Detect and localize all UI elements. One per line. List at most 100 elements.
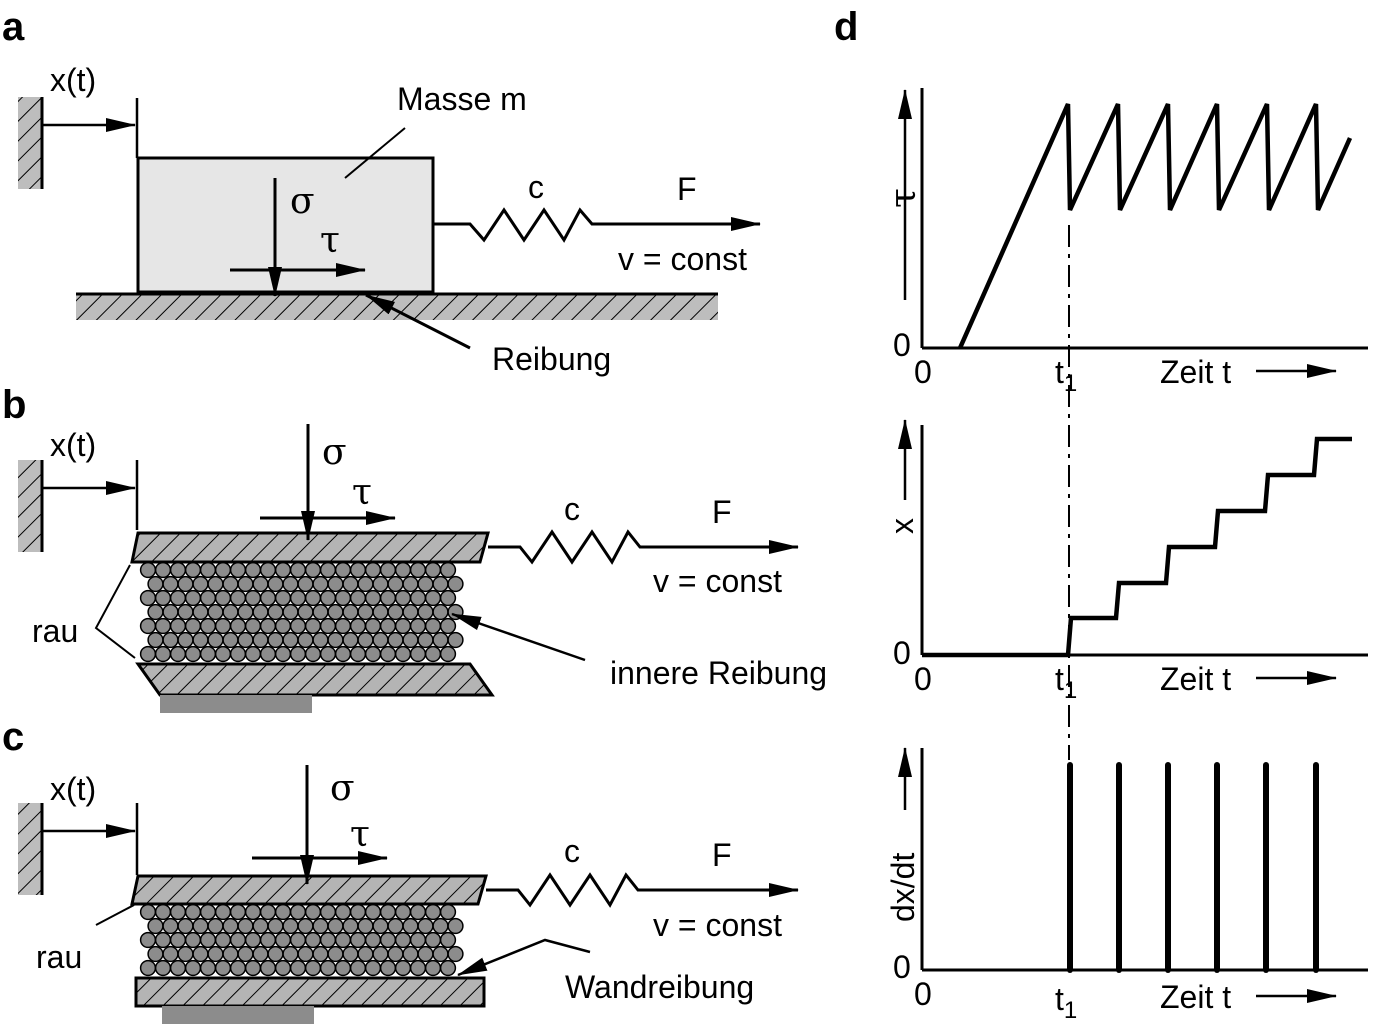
mass-label: Masse m bbox=[397, 81, 527, 117]
grain bbox=[402, 945, 419, 963]
grain bbox=[222, 631, 239, 649]
x-label-c: x(t) bbox=[50, 771, 96, 807]
grain bbox=[379, 561, 397, 579]
grain bbox=[267, 631, 284, 649]
grain bbox=[357, 945, 374, 963]
grain bbox=[274, 931, 292, 949]
grain bbox=[274, 645, 292, 663]
grain bbox=[417, 575, 434, 593]
grain bbox=[244, 959, 262, 977]
wall-b bbox=[18, 460, 44, 552]
grain bbox=[139, 959, 157, 977]
grain bbox=[432, 917, 449, 935]
grain bbox=[214, 589, 232, 607]
grain bbox=[214, 617, 232, 635]
grain bbox=[237, 945, 254, 963]
grain bbox=[424, 931, 442, 949]
rough-leader-c bbox=[95, 904, 135, 926]
grain bbox=[349, 645, 367, 663]
grain bbox=[139, 589, 157, 607]
grain bbox=[387, 575, 404, 593]
grain bbox=[372, 603, 389, 621]
grain bbox=[297, 945, 314, 963]
grain bbox=[364, 561, 382, 579]
grain bbox=[267, 575, 284, 593]
friction-arrow-b bbox=[451, 612, 586, 662]
grain bbox=[214, 931, 232, 949]
grain bbox=[169, 561, 187, 579]
grain bbox=[297, 603, 314, 621]
grain bbox=[259, 645, 277, 663]
grain bbox=[424, 617, 442, 635]
spring-label-c: c bbox=[564, 833, 580, 869]
grain bbox=[417, 631, 434, 649]
grain bbox=[297, 575, 314, 593]
grain bbox=[319, 931, 337, 949]
grain bbox=[154, 617, 172, 635]
grain bbox=[229, 561, 247, 579]
mass-leader bbox=[344, 127, 406, 179]
spring-a bbox=[433, 207, 761, 243]
panel-b: b x(t) σ τ c F v = const bbox=[2, 383, 827, 713]
panel-d-label: d bbox=[834, 5, 858, 49]
grain bbox=[424, 589, 442, 607]
ground-c bbox=[162, 1006, 314, 1024]
grain bbox=[364, 931, 382, 949]
grain bbox=[207, 575, 224, 593]
grain bbox=[229, 589, 247, 607]
force-label-c: F bbox=[712, 837, 732, 873]
grain bbox=[394, 959, 412, 977]
grain bbox=[154, 589, 172, 607]
grain bbox=[207, 945, 224, 963]
grain bbox=[387, 631, 404, 649]
grain bbox=[424, 561, 442, 579]
grain bbox=[214, 645, 232, 663]
panel-a: a x(t) Masse m σ τ c F v = const Reibung bbox=[2, 5, 761, 377]
grain bbox=[432, 945, 449, 963]
grain bbox=[274, 959, 292, 977]
plot-tau: τ 0 0 t1 Zeit t bbox=[883, 88, 1368, 397]
grain bbox=[439, 931, 457, 949]
grain bbox=[304, 959, 322, 977]
grain bbox=[334, 589, 352, 607]
grain bbox=[379, 903, 397, 921]
grain bbox=[327, 917, 344, 935]
bottom-plate-b bbox=[135, 662, 495, 697]
displacement-arrow-c bbox=[42, 803, 139, 875]
grain bbox=[199, 589, 217, 607]
wall-c bbox=[18, 803, 44, 895]
plot-x-origin-x: 0 bbox=[914, 661, 932, 697]
grain bbox=[304, 561, 322, 579]
grain bbox=[237, 917, 254, 935]
mass-block bbox=[136, 156, 435, 294]
grain bbox=[357, 575, 374, 593]
grain bbox=[424, 959, 442, 977]
grain bbox=[424, 903, 442, 921]
grain bbox=[447, 575, 464, 593]
grain bbox=[147, 575, 164, 593]
grain bbox=[379, 931, 397, 949]
grain bbox=[342, 603, 359, 621]
grain bbox=[169, 617, 187, 635]
grain bbox=[379, 617, 397, 635]
grain bbox=[364, 959, 382, 977]
grain bbox=[252, 631, 269, 649]
plot-dxdt-origin-y: 0 bbox=[893, 949, 911, 985]
plot-tau-t1: t1 bbox=[1055, 354, 1077, 397]
grain bbox=[267, 917, 284, 935]
grain bbox=[394, 617, 412, 635]
grain bbox=[169, 931, 187, 949]
grain bbox=[432, 575, 449, 593]
plot-x-origin-y: 0 bbox=[893, 635, 911, 671]
ground-b bbox=[160, 695, 312, 713]
grain bbox=[274, 561, 292, 579]
grain bbox=[319, 561, 337, 579]
plot-dxdt-spikes bbox=[1067, 762, 1319, 973]
bottom-plate-c bbox=[134, 976, 486, 1008]
grain bbox=[319, 959, 337, 977]
grain bbox=[289, 589, 307, 607]
grain bbox=[184, 903, 202, 921]
grain bbox=[342, 945, 359, 963]
panel-b-label: b bbox=[2, 383, 26, 427]
panel-c-label: c bbox=[2, 715, 24, 759]
